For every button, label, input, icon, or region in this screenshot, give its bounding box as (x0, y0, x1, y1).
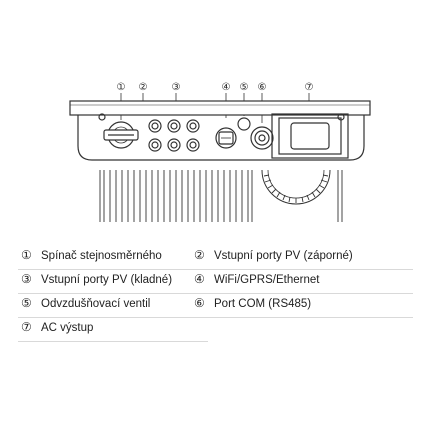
legend-item: ⑦ AC výstup (21, 320, 93, 334)
callout-6: ⑥ (258, 82, 267, 93)
callout-7: ⑦ (305, 82, 314, 93)
legend-row: ⑤ Odvzdušňovací ventil ⑥ Port COM (RS485) (18, 293, 413, 318)
legend-marker: ⑥ (194, 296, 205, 310)
callout-4: ④ (222, 82, 231, 93)
callout-2: ② (139, 82, 148, 93)
com-port-icon (250, 126, 274, 150)
pv-positive-connector-icon (167, 119, 200, 152)
legend-marker: ② (194, 248, 205, 262)
legend-marker: ⑦ (21, 320, 32, 334)
legend-label: Odvzdušňovací ventil (41, 298, 151, 310)
legend-item: ① Spínač stejnosměrného (21, 248, 162, 262)
legend-row: ⑦ AC výstup (18, 317, 208, 342)
legend-marker: ⑤ (21, 296, 32, 310)
legend-item: ⑥ Port COM (RS485) (194, 296, 311, 310)
dc-switch-icon (103, 121, 139, 149)
legend-marker: ① (21, 248, 32, 262)
legend-marker: ③ (21, 272, 32, 286)
legend-row: ③ Vstupní porty PV (kladné) ④ WiFi/GPRS/Et… (18, 269, 413, 294)
legend-label: Vstupní porty PV (kladné) (41, 274, 173, 286)
legend-marker: ④ (194, 272, 205, 286)
legend-label: Spínač stejnosměrného (41, 250, 162, 262)
heatsink-fins (99, 170, 343, 222)
legend-item: ③ Vstupní porty PV (kladné) (21, 272, 172, 286)
legend-row: ① Spínač stejnosměrného ② Vstupní porty PV… (18, 245, 413, 270)
wifi-port-icon (215, 127, 237, 149)
ac-output-icon (271, 113, 349, 159)
callout-5: ⑤ (240, 82, 249, 93)
cooling-fan-icon (261, 169, 331, 205)
callout-1: ① (117, 82, 126, 93)
legend-label: WiFi/GPRS/Ethernet (214, 274, 320, 286)
legend-item: ② Vstupní porty PV (záporné) (194, 248, 353, 262)
legend-label: AC výstup (41, 322, 94, 334)
legend-item: ⑤ Odvzdušňovací ventil (21, 296, 150, 310)
inverter-bottom-view-diagram: ① ② ③ ④ ⑤ ⑥ ⑦ (69, 82, 371, 222)
legend-label: Vstupní porty PV (záporné) (214, 250, 353, 262)
inverter-enclosure (69, 100, 371, 161)
legend-item: ④ WiFi/GPRS/Ethernet (194, 272, 319, 286)
vent-valve-icon (237, 117, 251, 131)
pv-negative-connector-icon (148, 119, 162, 152)
callout-3: ③ (172, 82, 181, 93)
legend-label: Port COM (RS485) (214, 298, 312, 310)
